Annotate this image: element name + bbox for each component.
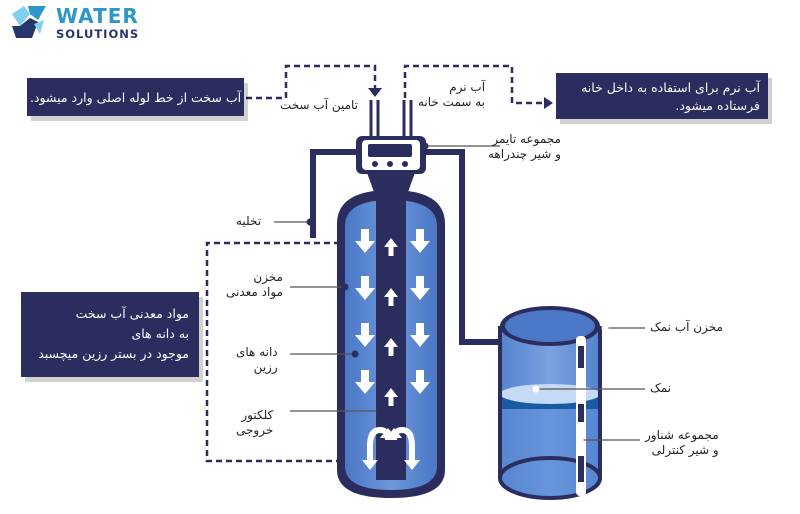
logo-water-text: WATER bbox=[56, 3, 139, 28]
hard-water-path bbox=[246, 64, 377, 100]
resin-beads-label: دانه های رزین bbox=[236, 345, 278, 375]
timer-valve-line2: و شیر چندراهه bbox=[488, 147, 561, 161]
leader-dots bbox=[306, 142, 609, 444]
collector-line1: کلکتور bbox=[241, 408, 274, 422]
hard-water-in-text: آب سخت از خط لوله اصلی وارد میشود. bbox=[29, 89, 242, 105]
flow-arrows-up bbox=[384, 238, 398, 406]
drain-label: تخلیه bbox=[236, 214, 261, 229]
logo: WATER SOLUTIONS bbox=[6, 4, 139, 42]
float-line1: مجموعه شناور bbox=[645, 428, 719, 442]
brine-tank-label: مخزن آب نمک bbox=[650, 320, 723, 335]
soft-side-line1: آب نرم bbox=[449, 80, 486, 94]
hard-water-arrowhead bbox=[368, 88, 382, 97]
salt-label-text: نمک bbox=[650, 381, 672, 395]
brine-line bbox=[420, 149, 500, 345]
collector-line2: خروجی bbox=[236, 423, 274, 437]
timer-valve-line1: مجموعه تایمر bbox=[492, 132, 561, 146]
control-valve bbox=[356, 136, 426, 192]
hard-water-in-box: آب سخت از خط لوله اصلی وارد میشود. bbox=[27, 78, 244, 116]
timer-display bbox=[368, 144, 412, 157]
mineral-tank-label: مخزن مواد معدنی bbox=[226, 270, 283, 300]
float-line2: و شیر کنترلی bbox=[651, 443, 719, 457]
u-arrow-head-right bbox=[386, 428, 402, 438]
supply-label: تامین آب سخت bbox=[280, 98, 358, 113]
minerals-line1: مواد معدنی آب سخت bbox=[75, 306, 189, 321]
minerals-line3: موجود در بستر رزین میچسبد bbox=[38, 346, 189, 361]
float-label: مجموعه شناور و شیر کنترلی bbox=[645, 428, 719, 458]
timer-valve-label: مجموعه تایمر و شیر چندراهه bbox=[488, 132, 561, 162]
resin-beads-line2: رزین bbox=[253, 360, 278, 374]
soft-water-arrowhead bbox=[544, 97, 553, 109]
resin-beads-line1: دانه های bbox=[236, 345, 278, 359]
salt-label: نمک bbox=[650, 381, 671, 396]
soft-water-out-line1: آب نرم برای استفاده به داخل خانه bbox=[581, 80, 760, 95]
minerals-line2: به دانه های bbox=[131, 326, 189, 341]
leader-lines bbox=[274, 145, 645, 441]
soft-water-out-box: آب نرم برای استفاده به داخل خانه فرستاده… bbox=[556, 73, 768, 119]
logo-solutions-text: SOLUTIONS bbox=[56, 26, 140, 41]
drain-line bbox=[310, 149, 358, 238]
soft-water-out-line2: فرستاده میشود. bbox=[675, 98, 760, 113]
minerals-box: مواد معدنی آب سخت به دانه های موجود در ب… bbox=[21, 292, 199, 377]
water-drop-logo-icon bbox=[12, 6, 46, 38]
collector-label: کلکتور خروجی bbox=[236, 408, 273, 438]
flow-arrows-down bbox=[355, 229, 430, 394]
brine-tank bbox=[498, 306, 602, 500]
minerals-bracket bbox=[205, 241, 340, 463]
mineral-tank-line1: مخزن bbox=[253, 270, 283, 284]
soft-side-line2: به سمت خانه bbox=[418, 95, 486, 109]
soft-water-path bbox=[403, 64, 545, 105]
soft-side-label: آب نرم به سمت خانه bbox=[418, 80, 485, 110]
valve-pipes bbox=[369, 100, 413, 138]
brine-tank-label-text: مخزن آب نمک bbox=[650, 320, 723, 334]
dashed-flow-lines bbox=[205, 64, 545, 463]
supply-label-text: تامین آب سخت bbox=[280, 98, 359, 112]
drain-label-text: تخلیه bbox=[236, 214, 262, 228]
mineral-tank-line2: مواد معدنی bbox=[226, 285, 283, 299]
